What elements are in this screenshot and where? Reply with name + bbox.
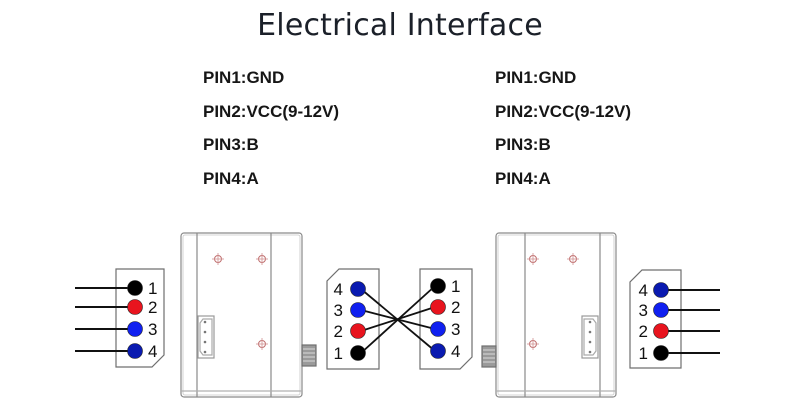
pin-legend-item: PIN2:VCC(9-12V) <box>495 101 632 121</box>
device-left-knob <box>301 344 317 367</box>
connector-right-outer <box>629 269 682 369</box>
pin-2-dot <box>127 299 143 315</box>
socket-pin <box>588 330 592 334</box>
pin-number-label: 4 <box>639 281 648 300</box>
pin-number-label: 4 <box>148 342 157 361</box>
socket-pin <box>203 320 207 324</box>
pin-2-dot <box>430 299 446 315</box>
pin-2-dot <box>653 323 669 339</box>
pin-3-dot <box>350 302 366 318</box>
pin-legend-left: PIN1:GND PIN2:VCC(9-12V) PIN3:B PIN4:A <box>203 64 339 198</box>
pin-legend-item: PIN2:VCC(9-12V) <box>203 101 340 121</box>
pin-legend-item: PIN1:GND <box>495 68 577 87</box>
socket-pin <box>588 340 592 344</box>
socket-pin <box>203 350 207 354</box>
socket-pin <box>588 350 592 354</box>
pin-legend-item: PIN1:GND <box>203 68 285 87</box>
pin-4-dot <box>653 282 669 298</box>
mounting-hole-icon <box>212 253 224 265</box>
mounting-hole-icon <box>256 253 268 265</box>
pin-3-dot <box>653 302 669 318</box>
pin-number-label: 2 <box>148 298 157 317</box>
pin-4-dot <box>350 281 366 297</box>
mounting-hole-icon <box>527 253 539 265</box>
pin-number-label: 1 <box>334 344 343 363</box>
mounting-holes <box>203 253 592 354</box>
pin-number-label: 3 <box>451 320 460 339</box>
pin-number-label: 1 <box>639 344 648 363</box>
pin-number-label: 4 <box>451 342 460 361</box>
pin-3-dot <box>127 321 143 337</box>
wires <box>75 285 720 354</box>
connector-middle-right <box>419 268 473 370</box>
device-left <box>180 232 317 398</box>
device-right <box>481 232 617 398</box>
device-left-outline <box>180 232 303 398</box>
connector-middle-left <box>326 268 380 370</box>
pin-4-dot <box>430 343 446 359</box>
device-right-socket-housing <box>583 318 597 356</box>
socket-pin <box>203 340 207 344</box>
socket-pin <box>203 330 207 334</box>
pin-number-label: 1 <box>148 279 157 298</box>
pin-legend-item: PIN4:A <box>203 168 259 188</box>
device-left-socket-housing <box>199 318 213 356</box>
pin-1-dot <box>350 345 366 361</box>
pin-2-dot <box>350 323 366 339</box>
device-left-socket <box>197 315 215 359</box>
pin-legend-item: PIN3:B <box>495 135 551 154</box>
pin-number-label: 2 <box>334 322 343 341</box>
pin-number-label: 3 <box>334 301 343 320</box>
device-right-outline <box>495 232 617 398</box>
pin-number-label: 2 <box>639 322 648 341</box>
mounting-hole-icon <box>567 253 579 265</box>
device-right-knob <box>481 345 497 368</box>
pin-legend-item: PIN3:B <box>203 135 259 154</box>
pin-legend-right: PIN1:GND PIN2:VCC(9-12V) PIN3:B PIN4:A <box>495 64 631 198</box>
pin-4-dot <box>127 343 143 359</box>
mounting-hole-icon <box>256 338 268 350</box>
mounting-hole-icon <box>527 338 539 350</box>
socket-pin <box>588 320 592 324</box>
pin-number-label: 3 <box>148 320 157 339</box>
pin-legend-item: PIN4:A <box>495 168 551 188</box>
pin-number-label: 3 <box>639 301 648 320</box>
pin-number-label: 4 <box>334 280 343 299</box>
pin-1-dot <box>653 345 669 361</box>
cross-wire <box>360 285 436 354</box>
pin-number-label: 2 <box>451 298 460 317</box>
pin-number-label: 1 <box>451 277 460 296</box>
device-right-inner-outline <box>497 234 615 396</box>
pin-1-dot <box>430 278 446 294</box>
pin-1-dot <box>127 280 143 296</box>
device-right-socket <box>581 315 599 359</box>
diagram-title: Electrical Interface <box>257 8 543 43</box>
device-left-inner-outline <box>182 234 301 396</box>
pin-3-dot <box>430 321 446 337</box>
